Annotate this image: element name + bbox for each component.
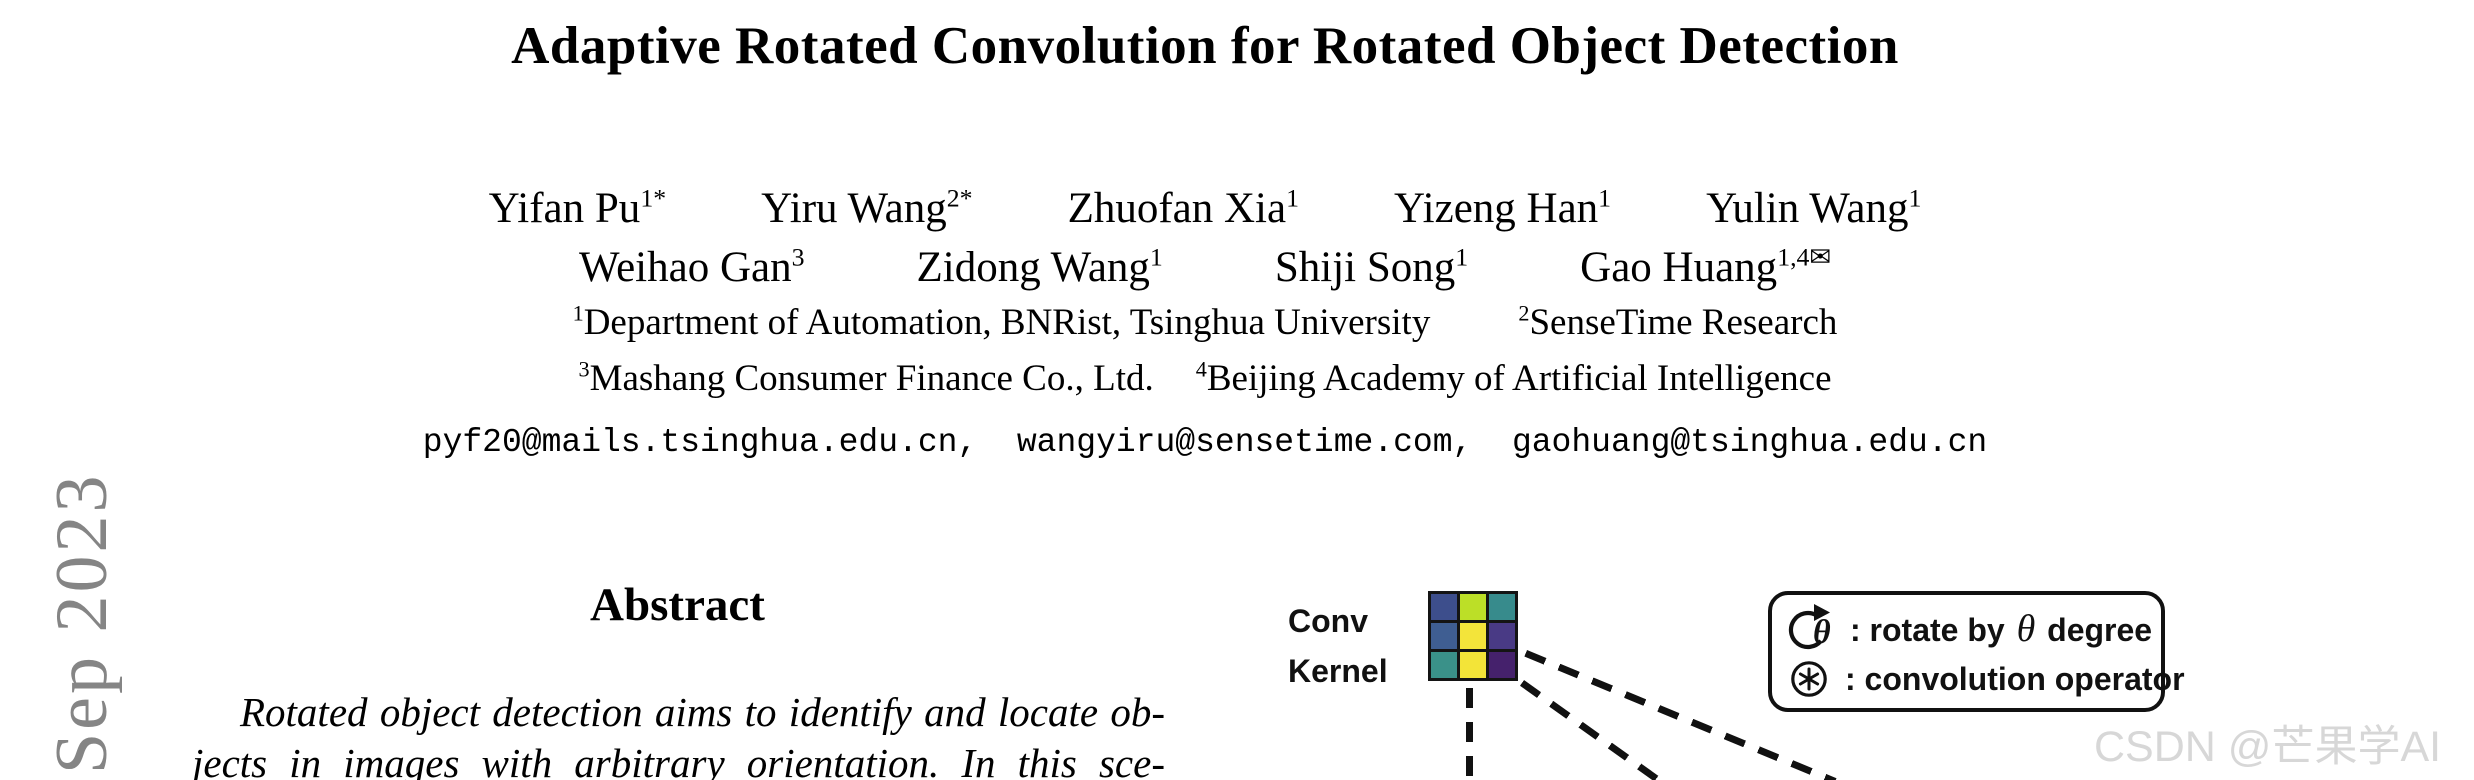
kernel-cell (1460, 623, 1486, 649)
theta-symbol: θ (2016, 608, 2036, 650)
legend-box: θ : rotate by θ degree : convolution ope… (1768, 591, 2185, 712)
csdn-watermark: CSDN @芒果学AI (2094, 723, 2442, 771)
dashed-line-vertical (1466, 688, 1473, 780)
author-name-text: Yifan Pu (488, 185, 641, 232)
kernel-cell (1489, 594, 1515, 620)
conv-kernel-label: Conv Kernel (1288, 596, 1388, 696)
conv-kernel-grid (1428, 591, 1518, 681)
kernel-cell (1489, 652, 1515, 678)
author-name-text: Zidong Wang (916, 244, 1150, 291)
author-name-text: Gao Huang (1580, 244, 1778, 291)
conv-kernel-label-line2: Kernel (1288, 653, 1388, 689)
affiliation-text: SenseTime Research (1529, 302, 1838, 343)
author-superscript: 1 (1598, 183, 1612, 213)
rotate-icon: θ (1784, 604, 1842, 654)
legend-label-pre: : rotate by (1850, 612, 2014, 648)
authors-row-2: Weihao Gan3 Zidong Wang1 Shiji Song1 Gao… (0, 243, 2410, 292)
author-name: Yiru Wang2* (761, 184, 972, 233)
author-superscript: 1 (1149, 242, 1163, 272)
affiliation-text: Beijing Academy of Artificial Intelligen… (1206, 358, 1832, 399)
email-line: pyf20@mails.tsinghua.edu.cn, wangyiru@se… (422, 424, 1988, 461)
author-name-text: Yiru Wang (761, 185, 947, 232)
author-superscript: 1,4✉ (1777, 242, 1832, 272)
author-name-text: Yulin Wang (1706, 185, 1909, 232)
author-name: Zidong Wang1 (917, 243, 1163, 292)
conv-kernel-label-line1: Conv (1288, 603, 1368, 639)
author-name-text: Yizeng Han (1393, 185, 1599, 232)
affiliation-superscript: 2 (1518, 300, 1530, 326)
kernel-cell (1489, 623, 1515, 649)
author-name: Gao Huang1,4✉ (1580, 243, 1831, 292)
legend-label: : convolution operator (1845, 660, 2185, 697)
abstract-heading: Abstract (590, 579, 765, 631)
author-name: Yizeng Han1 (1394, 184, 1611, 233)
affiliation-item: 1Department of Automation, BNRist, Tsing… (573, 301, 1431, 344)
kernel-cell (1431, 623, 1457, 649)
affiliation-text: Mashang Consumer Finance Co., Ltd. (589, 358, 1154, 399)
affiliation-item: 2SenseTime Research (1518, 301, 1837, 344)
abstract-text-line: Rotated object detection aims to identif… (240, 689, 1165, 735)
affiliation-superscript: 1 (572, 300, 584, 326)
dashed-line-diagonal-steep (1519, 680, 1671, 780)
author-name-text: Zhuofan Xia (1067, 185, 1287, 232)
theta-symbol: θ (1813, 614, 1831, 651)
authors-row-1: Yifan Pu1* Yiru Wang2* Zhuofan Xia1 Yize… (0, 184, 2410, 233)
legend-row-convolution: : convolution operator (1784, 659, 2185, 699)
affiliation-text: Department of Automation, BNRist, Tsingh… (583, 302, 1431, 343)
kernel-cell (1460, 594, 1486, 620)
kernel-cell (1460, 652, 1486, 678)
author-name: Shiji Song1 (1275, 243, 1468, 292)
author-superscript: 2* (946, 183, 973, 213)
affiliation-superscript: 3 (578, 356, 590, 382)
author-name-text: Shiji Song (1274, 244, 1456, 291)
author-superscript: 3 (791, 242, 805, 272)
author-superscript: 1 (1908, 183, 1922, 213)
author-name: Yulin Wang1 (1706, 184, 1921, 233)
affiliation-superscript: 4 (1195, 356, 1207, 382)
convolution-operator-icon (1789, 659, 1829, 699)
author-name-text: Weihao Gan (578, 244, 792, 291)
author-name: Weihao Gan3 (579, 243, 805, 292)
author-superscript: 1 (1455, 242, 1469, 272)
legend-label-post: degree (2038, 612, 2153, 648)
legend-row-rotate: θ : rotate by θ degree (1784, 604, 2152, 654)
affiliation-item: 3Mashang Consumer Finance Co., Ltd. (578, 357, 1153, 400)
abstract-text-line: jects in images with arbitrary orientati… (192, 740, 1165, 780)
legend-label: : rotate by θ degree (1850, 607, 2152, 651)
kernel-cell (1431, 594, 1457, 620)
kernel-cell (1431, 652, 1457, 678)
affiliations-row-2: 3Mashang Consumer Finance Co., Ltd. 4Bei… (0, 357, 2410, 400)
paper-title: Adaptive Rotated Convolution for Rotated… (511, 17, 1899, 75)
affiliations-row-1: 1Department of Automation, BNRist, Tsing… (0, 301, 2410, 344)
author-superscript: 1 (1286, 183, 1299, 213)
arxiv-date-watermark: Sep 2023 (41, 472, 123, 775)
author-name: Zhuofan Xia1 (1068, 184, 1299, 233)
author-superscript: 1* (640, 183, 667, 213)
author-name: Yifan Pu1* (489, 184, 667, 233)
affiliation-item: 4Beijing Academy of Artificial Intellige… (1196, 357, 1832, 400)
